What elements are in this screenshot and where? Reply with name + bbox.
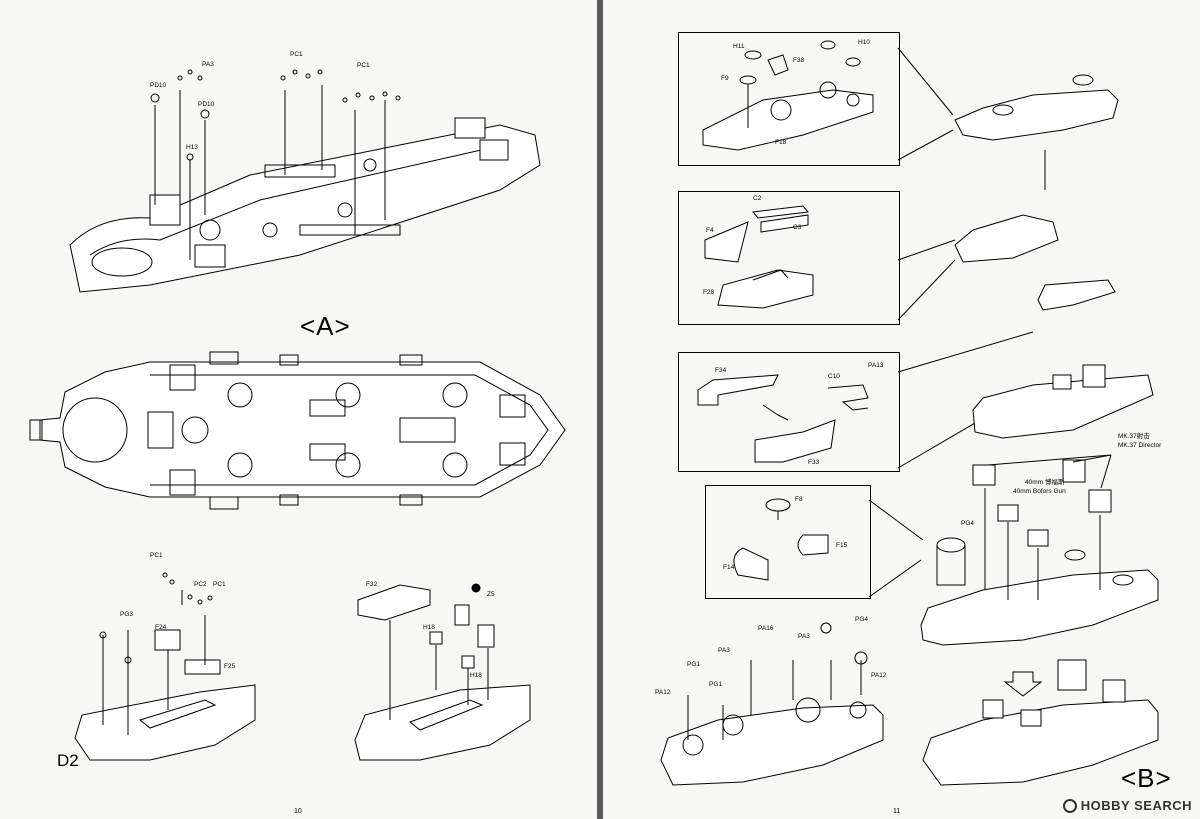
part-label: PC1 <box>150 552 163 559</box>
section-label-a: <A> <box>300 311 351 341</box>
callout-box-2 <box>678 191 900 325</box>
part-label: F9 <box>721 75 729 82</box>
part-label: F25 <box>224 663 236 670</box>
callout-box-1 <box>678 32 900 166</box>
part-label: PA3 <box>202 61 214 68</box>
part-label: Z5 <box>487 591 495 598</box>
assembly-drawings-right <box>660 40 1159 786</box>
part-label: PC1 <box>290 51 303 58</box>
hobby-search-logo-icon <box>1062 799 1077 813</box>
section-label-b: <B> <box>1121 763 1172 793</box>
part-label: PA12 <box>655 689 671 696</box>
part-label: PG4 <box>961 520 975 527</box>
part-label: F4 <box>706 227 714 234</box>
part-label: PC1 <box>213 581 226 588</box>
part-label: F32 <box>366 581 378 588</box>
part-label: H11 <box>733 43 745 50</box>
part-label: F8 <box>795 496 803 503</box>
part-label: PA16 <box>758 625 774 632</box>
annotation-label: 40mm Bofors Gun <box>1013 488 1066 495</box>
part-label: PD10 <box>198 101 215 108</box>
part-label: C10 <box>828 373 840 380</box>
part-label: F15 <box>836 542 848 549</box>
part-label: F38 <box>793 57 805 64</box>
part-label: H10 <box>858 39 870 46</box>
instruction-page-left: PA3 PD10 PD10 H13 PC1 PC1 <A> PC1 PC2 PC… <box>0 0 597 819</box>
watermark: HOBBY SEARCH <box>1062 798 1192 813</box>
callout-box-4 <box>705 485 871 599</box>
part-label: PC2 <box>194 581 207 588</box>
callout-box-3 <box>678 352 900 472</box>
part-label: PA3 <box>798 633 810 640</box>
page-number: 11 <box>893 808 901 815</box>
part-label: H13 <box>186 144 198 151</box>
part-label: C2 <box>753 195 762 202</box>
part-label: H18 <box>423 624 435 631</box>
part-label: H18 <box>470 672 482 679</box>
part-label: PA3 <box>718 647 730 654</box>
part-label: F33 <box>808 459 820 466</box>
page-number: 10 <box>294 808 302 815</box>
part-label: F34 <box>715 367 727 374</box>
part-label: PA12 <box>871 672 887 679</box>
part-label: F14 <box>723 564 735 571</box>
part-label: PC1 <box>357 62 370 69</box>
part-label: C3 <box>793 224 802 231</box>
hull-drawings-left <box>29 69 566 761</box>
annotation-label: MK.37 Director <box>1118 442 1162 449</box>
step-label: D2 <box>57 751 79 770</box>
annotation-label: 40mm 博福斯 <box>1025 479 1065 486</box>
instruction-page-right: H11 H10 F38 F9 F18 C2 C3 F4 F28 F34 C10 … <box>603 0 1200 819</box>
part-label: PG4 <box>855 616 869 623</box>
part-label: PD10 <box>150 82 167 89</box>
part-label: F28 <box>703 289 715 296</box>
annotation-label: MK.37射击 <box>1118 433 1150 440</box>
part-label: PA13 <box>868 362 884 369</box>
part-label: PG3 <box>120 611 134 618</box>
part-label: F18 <box>775 139 787 146</box>
watermark-text: HOBBY SEARCH <box>1080 798 1192 813</box>
part-label: F24 <box>155 624 167 631</box>
part-label: PG1 <box>709 681 723 688</box>
part-label: PG1 <box>687 661 701 668</box>
